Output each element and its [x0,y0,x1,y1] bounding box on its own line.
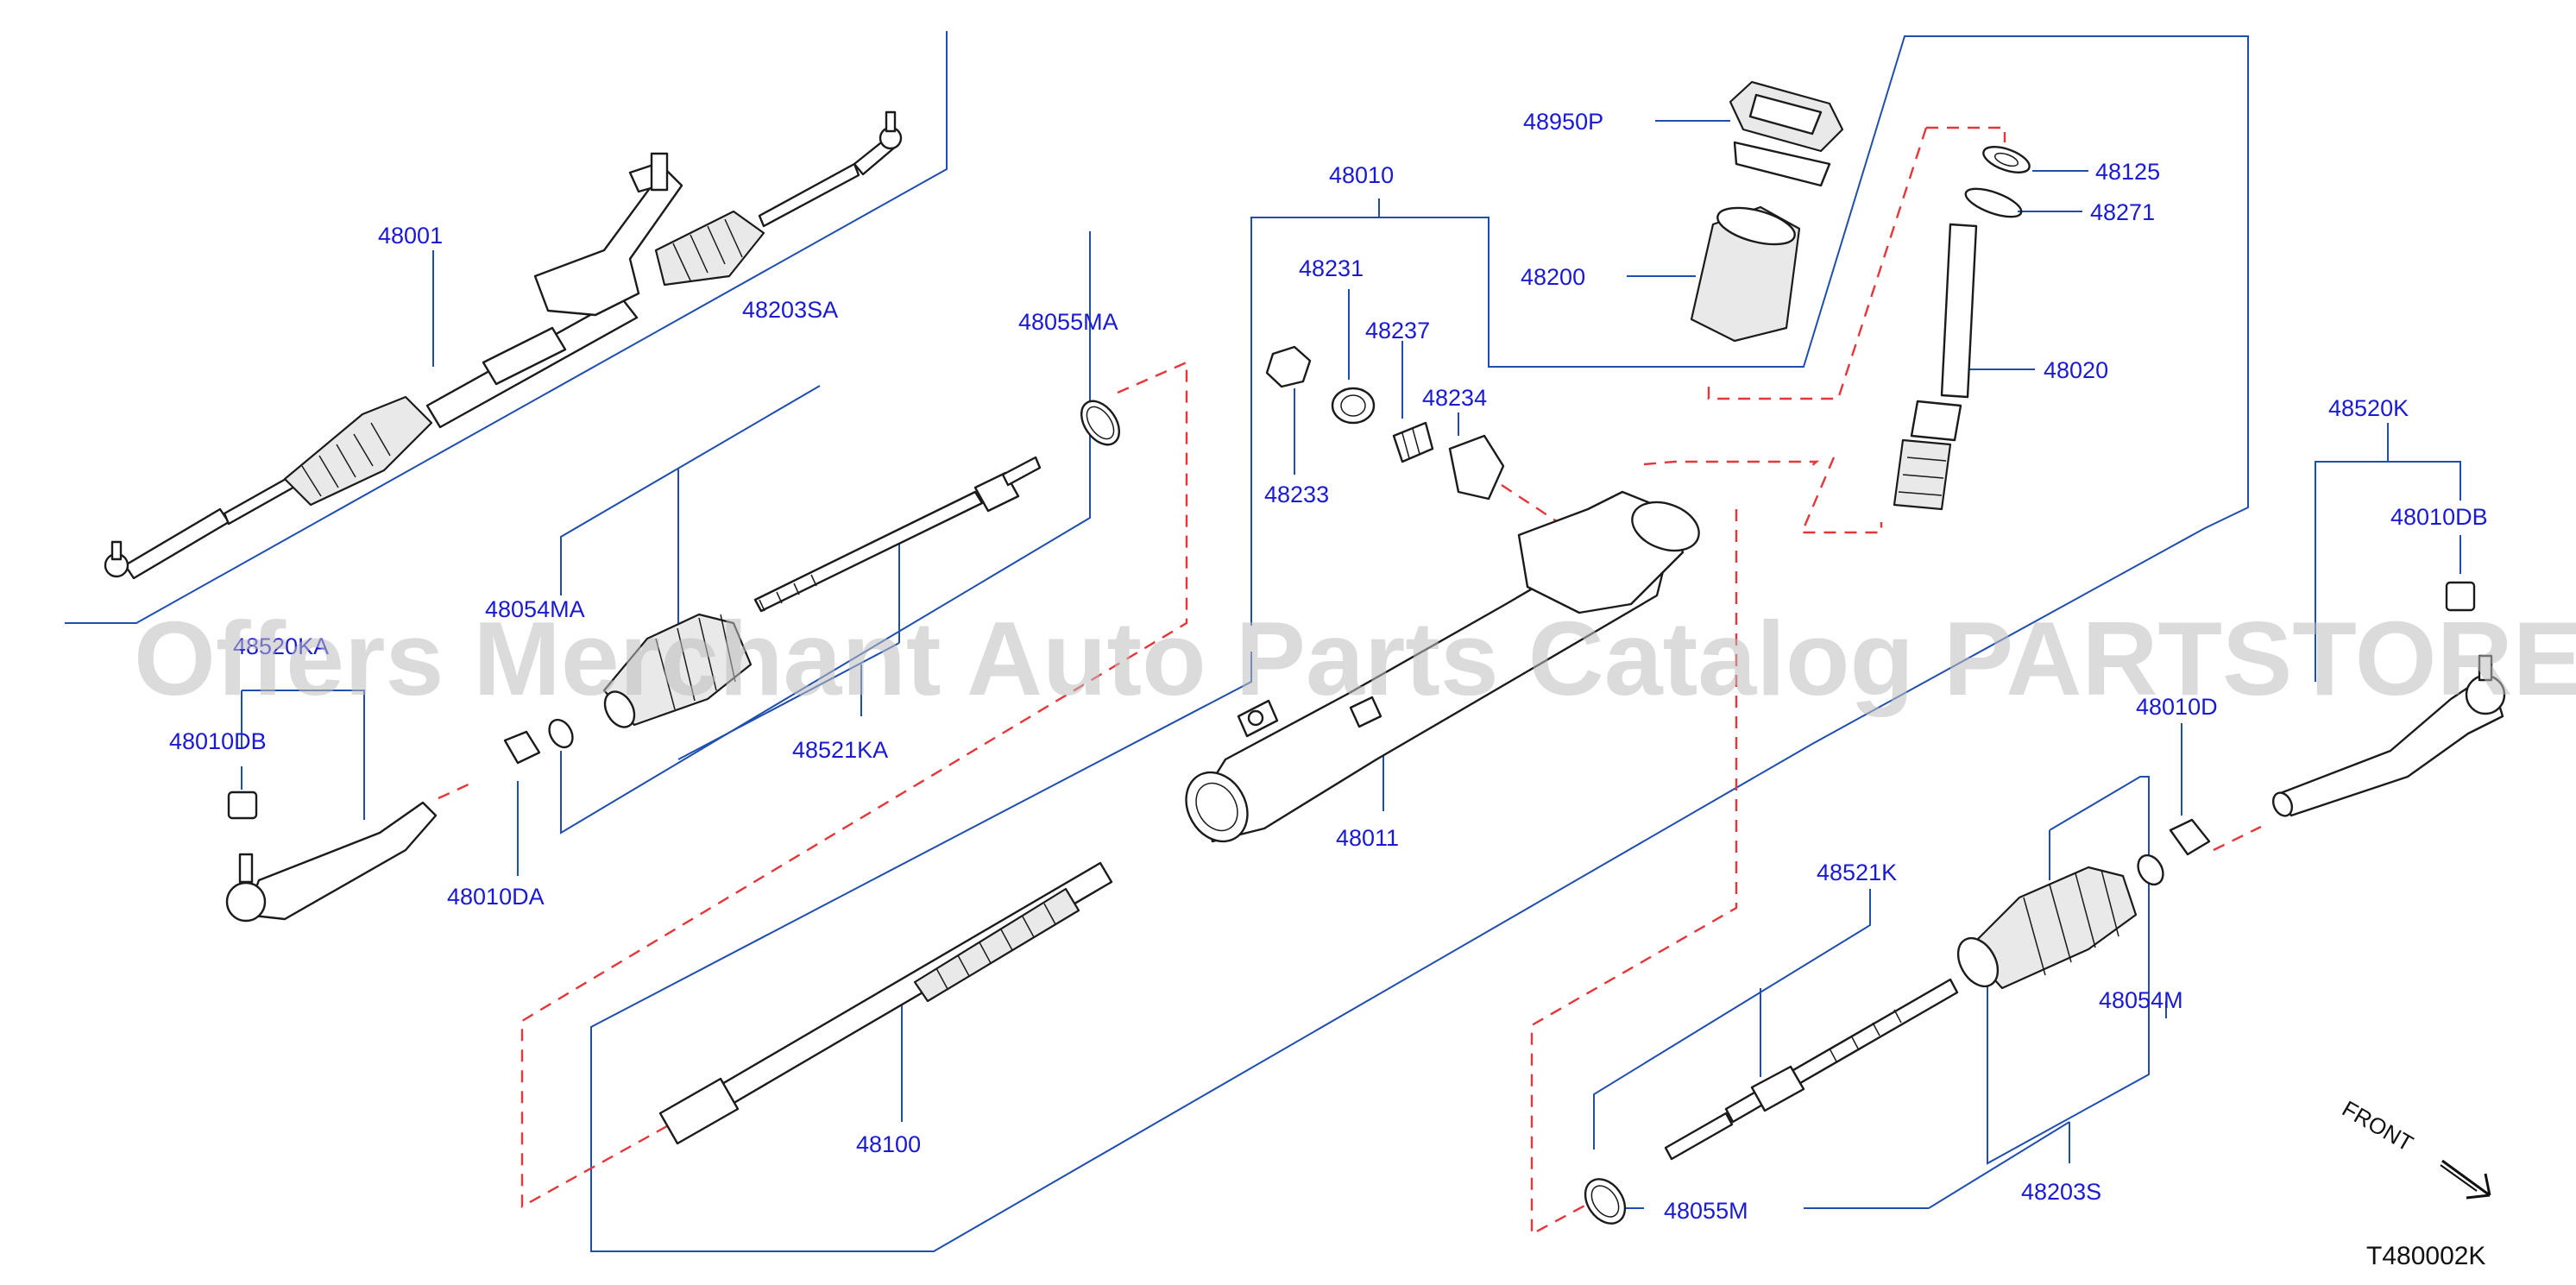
lock-nut-48010DA [503,730,541,765]
label-48520KA[interactable]: 48520KA [233,633,329,659]
boot-48054M [1956,866,2138,990]
label-48054MA[interactable]: 48054MA [485,596,585,622]
retainer-48234 [1448,434,1505,501]
label-48010DB-left[interactable]: 48010DB [169,728,267,754]
label-48237[interactable]: 48237 [1365,318,1430,343]
label-48125[interactable]: 48125 [2095,159,2160,185]
label-48203SA[interactable]: 48203SA [742,297,838,323]
small-clamp-left [548,718,574,749]
leader-lines [65,31,2461,1252]
nut-48010DB-right [2445,581,2476,612]
seal-48125 [1982,146,2031,173]
front-arrow-icon [2440,1159,2491,1200]
label-48010DB-right[interactable]: 48010DB [2390,504,2488,530]
boot-48200 [1690,205,1801,343]
label-48010[interactable]: 48010 [1329,162,1394,188]
part-labels: 48001 48203SA 48055MA 48054MA 48520KA 48… [169,109,2488,1224]
tie-rod-end-48520K [2271,654,2506,817]
plug-48231 [1331,387,1376,425]
spring-48237 [1392,421,1434,463]
label-48001[interactable]: 48001 [378,223,443,249]
label-48054M[interactable]: 48054M [2099,987,2183,1013]
rack-bar-48100 [658,861,1113,1145]
clamp-48055M [1584,1178,1627,1225]
label-48055MA[interactable]: 48055MA [1018,309,1118,335]
boot-48054MA [602,613,753,728]
lock-nut-48010D [2169,818,2211,856]
snap-ring-48271 [1964,187,2023,218]
label-48020[interactable]: 48020 [2044,357,2108,383]
nut-48233 [1265,345,1312,388]
label-48234[interactable]: 48234 [1422,385,1487,411]
label-48200[interactable]: 48200 [1521,264,1585,290]
gear-housing-48011 [1185,490,1700,843]
label-48203S[interactable]: 48203S [2021,1179,2101,1205]
small-clamp-right [2137,854,2164,886]
tie-rod-end-48520KA [225,801,438,923]
steering-gear-assembly-48001 [104,110,903,580]
grommet-48950P [1729,80,1844,187]
label-48231[interactable]: 48231 [1299,255,1364,281]
label-48011[interactable]: 48011 [1336,825,1399,851]
label-48521K[interactable]: 48521K [1817,860,1897,885]
nut-48010DB-left [227,791,258,820]
diagram-code: T480002K [2366,1242,2485,1270]
label-48521KA[interactable]: 48521KA [792,737,888,763]
inner-tie-rod-48521K [1664,978,1959,1161]
label-48010D[interactable]: 48010D [2136,694,2218,720]
label-48010DA[interactable]: 48010DA [447,884,545,910]
label-48055M[interactable]: 48055M [1664,1198,1748,1224]
inner-tie-rod-48521KA [753,456,1042,613]
label-48950P[interactable]: 48950P [1523,109,1603,135]
assembly-dashed-lines [438,126,2262,1237]
label-48520K[interactable]: 48520K [2328,395,2409,421]
pinion-48020 [1893,223,1978,511]
label-48233[interactable]: 48233 [1264,482,1329,507]
label-48271[interactable]: 48271 [2090,199,2155,225]
label-48100[interactable]: 48100 [856,1131,921,1157]
watermark: Offers Merchant Auto Parts Catalog PARTS… [134,600,2576,717]
clamp-48055MA [1080,400,1121,446]
front-label: FRONT [2338,1095,2418,1156]
